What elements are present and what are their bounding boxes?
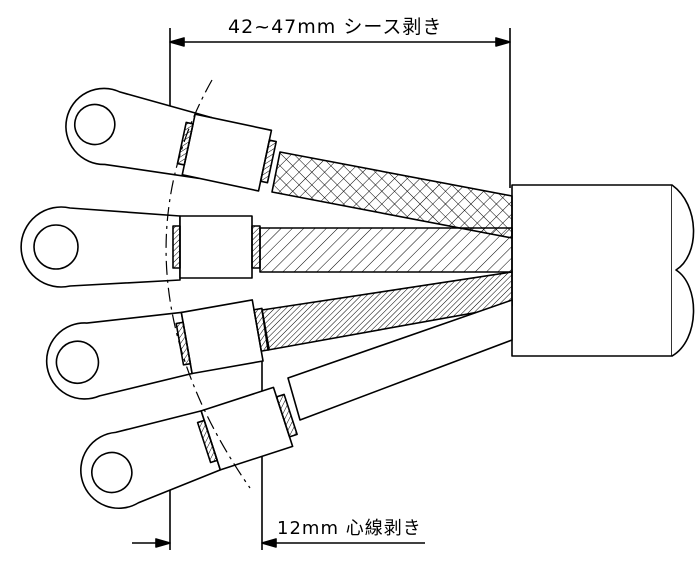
lug-2-exposed-core: [172, 225, 181, 269]
core-arrow-left: [155, 538, 171, 548]
lug-2-hole: [33, 224, 79, 270]
core-arrow-right: [261, 538, 277, 548]
lug-1-barrel: [181, 113, 273, 192]
conductor-2-insulation: [259, 227, 513, 273]
lug-3-barrel: [180, 299, 264, 375]
lug-4-tongue: [80, 410, 222, 510]
sheath-body: [511, 184, 673, 357]
lug-1-crimp-end: [259, 139, 277, 184]
sheath-break-end: [671, 184, 695, 357]
lug-3-hole: [55, 340, 100, 385]
sheath-arrow-left: [169, 37, 185, 47]
conductor-1-lug: [65, 87, 277, 192]
conductor-3-lug: [45, 299, 270, 400]
lug-1-exposed-core: [176, 121, 194, 166]
conductor-1-insulation: [271, 151, 513, 239]
lug-2-barrel: [179, 215, 253, 279]
lug-1-hole: [73, 103, 116, 146]
conductor-3: [45, 271, 513, 400]
core-strip-label: 12mm 心線剥き: [277, 518, 422, 539]
lug-3-tongue: [45, 311, 193, 400]
lug-2-tongue: [20, 206, 181, 288]
sheath-arrow-right: [495, 37, 511, 47]
conductor-1: [65, 87, 513, 239]
sheath-strip-label: 42~47mm シース剥き: [228, 16, 443, 38]
conductor-2-lug: [20, 206, 261, 288]
lug-4-hole: [91, 451, 133, 494]
lug-4-crimp-end: [275, 393, 298, 438]
strip-reference-arc: [165, 79, 251, 489]
conductor-4: [80, 299, 513, 510]
lug-3-crimp-end: [253, 307, 270, 352]
cable-sheath: [511, 184, 695, 357]
lug-2-crimp-end: [251, 225, 261, 269]
lug-4-exposed-core: [196, 419, 219, 464]
conductor-4-lug: [80, 386, 298, 510]
conductor-2: [20, 206, 513, 288]
lug-1-tongue: [65, 87, 213, 180]
conductor-4-insulation: [287, 299, 513, 421]
